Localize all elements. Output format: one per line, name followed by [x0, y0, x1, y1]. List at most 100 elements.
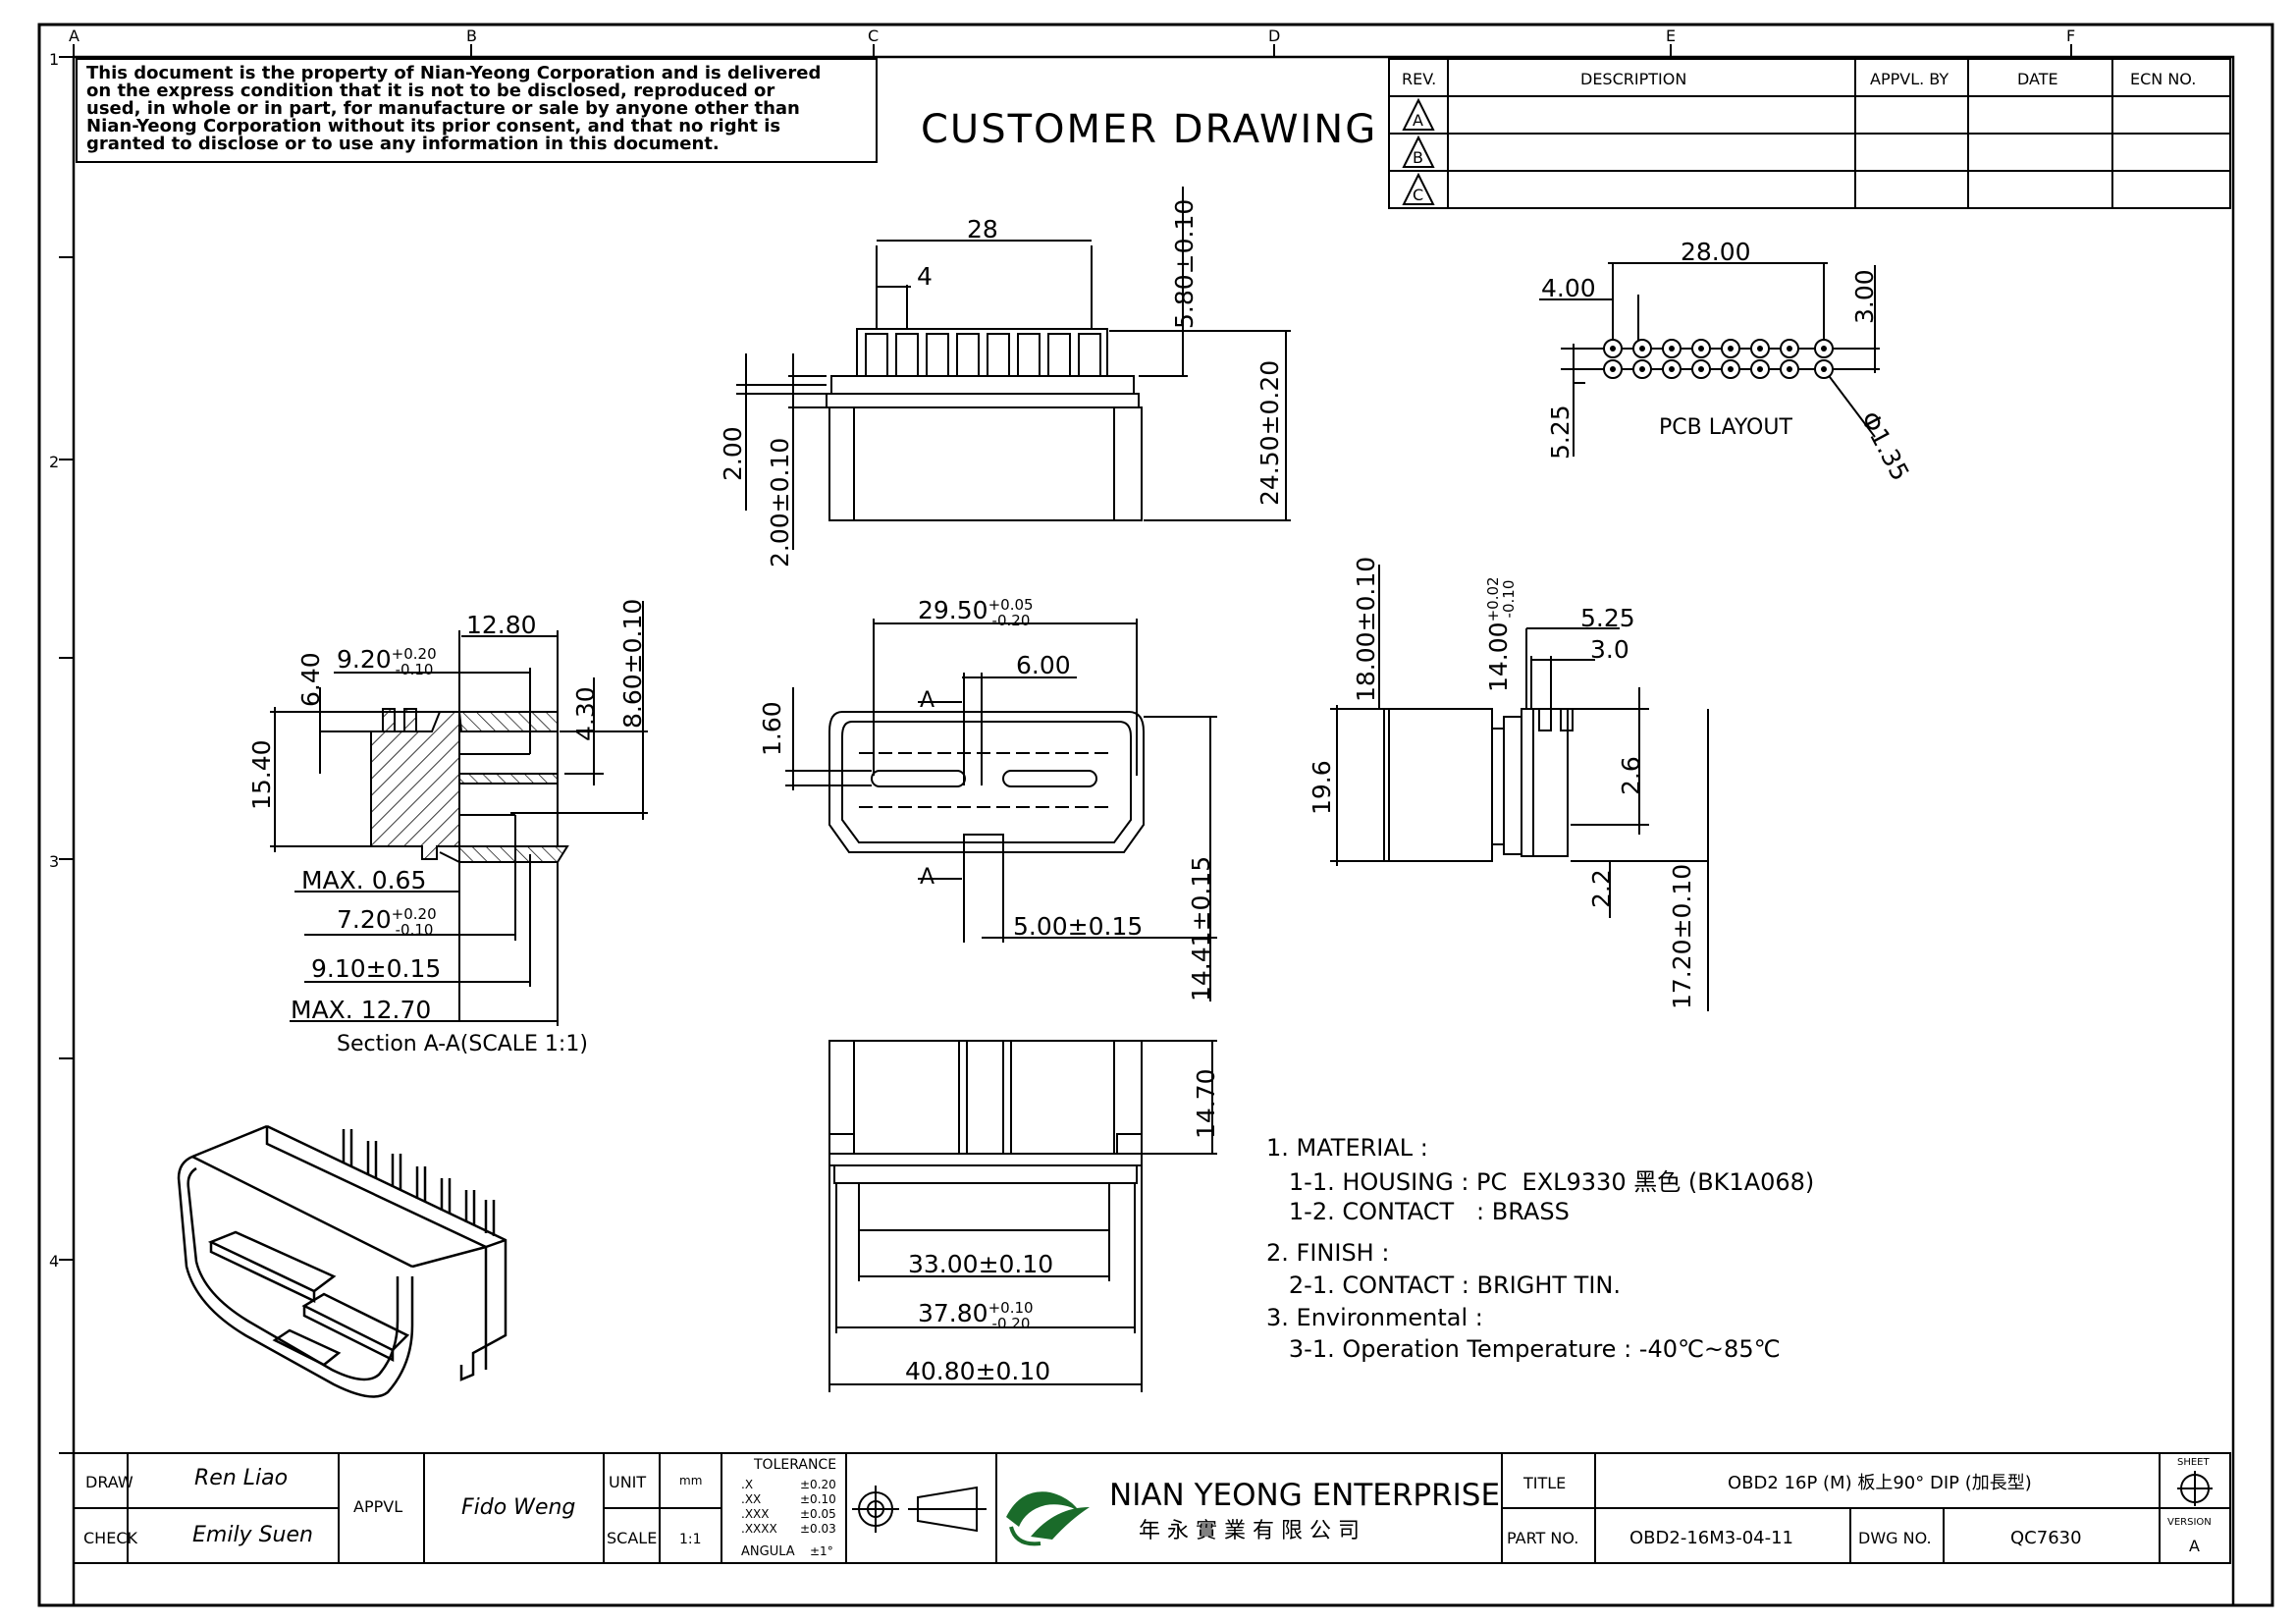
ecn-header: ECN NO.	[2130, 70, 2196, 88]
dim-front-29-50: 29.50+0.05-0.20	[918, 596, 1034, 629]
revision-table	[1388, 58, 2231, 209]
disclaimer-line-5: granted to disclose or to use any inform…	[86, 134, 720, 154]
row-label-4: 4	[49, 1252, 59, 1271]
dim-sec-12-80: 12.80	[466, 611, 537, 639]
title-label: TITLE	[1522, 1474, 1566, 1492]
note-line-7: 3-1. Operation Temperature : -40℃~85℃	[1266, 1335, 1781, 1363]
note-line-2: 1-1. HOUSING : PC EXL9330 黑色 (BK1A068)	[1266, 1168, 1815, 1196]
note-line-4: 2. FINISH :	[1266, 1239, 1390, 1267]
tol-row-1-label: .X	[741, 1478, 753, 1491]
tol-row-3-value: ±0.05	[800, 1507, 836, 1521]
dim-side-3-0: 3.0	[1590, 635, 1629, 664]
description-header: DESCRIPTION	[1580, 70, 1686, 88]
tol-row-1-value: ±0.20	[800, 1478, 836, 1491]
appvl-label: APPVL	[353, 1497, 402, 1516]
tolerance-title: TOLERANCE	[753, 1457, 836, 1473]
col-label-c: C	[868, 27, 879, 45]
top-view	[736, 187, 1291, 550]
drawing-title: CUSTOMER DRAWING	[921, 107, 1377, 152]
dim-pcb-3: 3.00	[1850, 269, 1879, 324]
dim-sec-15-40: 15.40	[247, 739, 276, 810]
section-marker-bottom: A	[920, 865, 934, 890]
dim-front-14-41: 14.41±0.15	[1187, 856, 1215, 1001]
disclaimer-box	[76, 58, 878, 163]
disclaimer-line-2: on the express condition that it is not …	[86, 81, 774, 101]
section-dims	[270, 601, 648, 1026]
dim-top-28: 28	[967, 215, 998, 243]
check-label: CHECK	[83, 1529, 137, 1547]
dim-front-6-00: 6.00	[1016, 651, 1071, 679]
dwg-no-value: QC7630	[2010, 1528, 2082, 1548]
rev-c-triangle: C	[1402, 172, 1435, 205]
note-line-6: 3. Environmental :	[1266, 1304, 1483, 1331]
dim-top-4: 4	[917, 262, 933, 291]
front-view	[785, 619, 1217, 1001]
version-value: A	[2189, 1537, 2200, 1555]
third-angle-projection-icon	[852, 1486, 987, 1533]
rev-a-triangle: A	[1402, 97, 1435, 131]
title-block-grid	[73, 1452, 2231, 1564]
tol-row-5-value: ±1°	[810, 1544, 833, 1558]
note-line-1: 1. MATERIAL :	[1266, 1134, 1428, 1162]
sheet-label: SHEET	[2177, 1457, 2211, 1468]
col-label-a: A	[69, 27, 80, 45]
isometric-connector	[177, 1124, 507, 1398]
svg-text:C: C	[1413, 186, 1423, 204]
disclaimer-line-3: used, in whole or in part, for manufactu…	[86, 98, 800, 119]
dim-side-14-00: 14.00+0.02-0.10	[1484, 576, 1518, 692]
unit-value: mm	[679, 1474, 702, 1488]
tol-row-3-label: .XXX	[741, 1507, 769, 1521]
appvl-by-header: APPVL. BY	[1870, 70, 1949, 88]
col-label-b: B	[466, 27, 477, 45]
dwg-no-label: DWG NO.	[1858, 1529, 1932, 1547]
col-label-f: F	[2066, 27, 2075, 45]
dim-side-5-25: 5.25	[1580, 604, 1635, 632]
part-no-label: PART NO.	[1507, 1529, 1578, 1547]
svg-text:A: A	[1413, 111, 1423, 130]
title-value: OBD2 16P (M) 板上90° DIP (加長型)	[1728, 1473, 2032, 1493]
disclaimer-line-1: This document is the property of Nian-Ye…	[86, 63, 821, 83]
scale-value: 1:1	[679, 1532, 702, 1547]
company-name-cn: 年 永 實 業 有 限 公 司	[1139, 1519, 1360, 1543]
zone-ticks	[59, 44, 2072, 1454]
disclaimer-line-4: Nian-Yeong Corporation without its prior…	[86, 116, 780, 136]
tol-row-2-value: ±0.10	[800, 1492, 836, 1506]
check-name: Emily Suen	[192, 1523, 313, 1547]
date-header: DATE	[2017, 70, 2058, 88]
section-marker-top: A	[920, 688, 934, 713]
side-view	[1330, 565, 1709, 1011]
note-line-3: 1-2. CONTACT : BRASS	[1266, 1198, 1570, 1225]
inner-frame	[72, 55, 2235, 1607]
col-label-d: D	[1268, 27, 1280, 45]
appvl-name: Fido Weng	[461, 1495, 575, 1520]
note-line-5: 2-1. CONTACT : BRIGHT TIN.	[1266, 1271, 1621, 1299]
draw-label: DRAW	[85, 1473, 133, 1491]
tol-row-4-value: ±0.03	[800, 1522, 836, 1536]
company-logo-icon	[1006, 1491, 1090, 1546]
dim-bottom-40-80: 40.80±0.10	[905, 1357, 1050, 1385]
bottom-view	[828, 1040, 1217, 1392]
row-label-1: 1	[49, 50, 59, 69]
isometric-pins	[342, 1129, 496, 1236]
dim-side-2-6: 2.6	[1617, 756, 1645, 795]
dim-sec-8-60: 8.60±0.10	[618, 599, 647, 729]
dim-top-5-80: 5.80±0.10	[1170, 199, 1199, 329]
dim-top-24-50: 24.50±0.20	[1255, 360, 1284, 506]
dim-side-18-00: 18.00±0.10	[1352, 557, 1380, 702]
dim-pcb-hole: Φ1.35	[1855, 406, 1915, 485]
dim-sec-4-30: 4.30	[571, 686, 600, 741]
dim-pcb-5-25: 5.25	[1546, 405, 1575, 460]
dim-top-2-00: 2.00	[719, 426, 747, 481]
dim-bottom-14-70: 14.70	[1192, 1068, 1220, 1139]
dim-sec-7-20: 7.20+0.20-0.10	[337, 905, 437, 939]
dim-side-2-2: 2.2	[1587, 869, 1616, 908]
svg-text:B: B	[1413, 148, 1423, 167]
tol-row-2-label: .XX	[741, 1492, 761, 1506]
dim-pcb-4: 4.00	[1541, 274, 1596, 302]
dim-bottom-33-00: 33.00±0.10	[908, 1250, 1053, 1278]
dim-sec-6-40: 6.40	[296, 652, 325, 707]
pcb-hole-centers	[1610, 346, 1827, 372]
section-view	[370, 708, 569, 863]
row-label-2: 2	[49, 453, 59, 471]
